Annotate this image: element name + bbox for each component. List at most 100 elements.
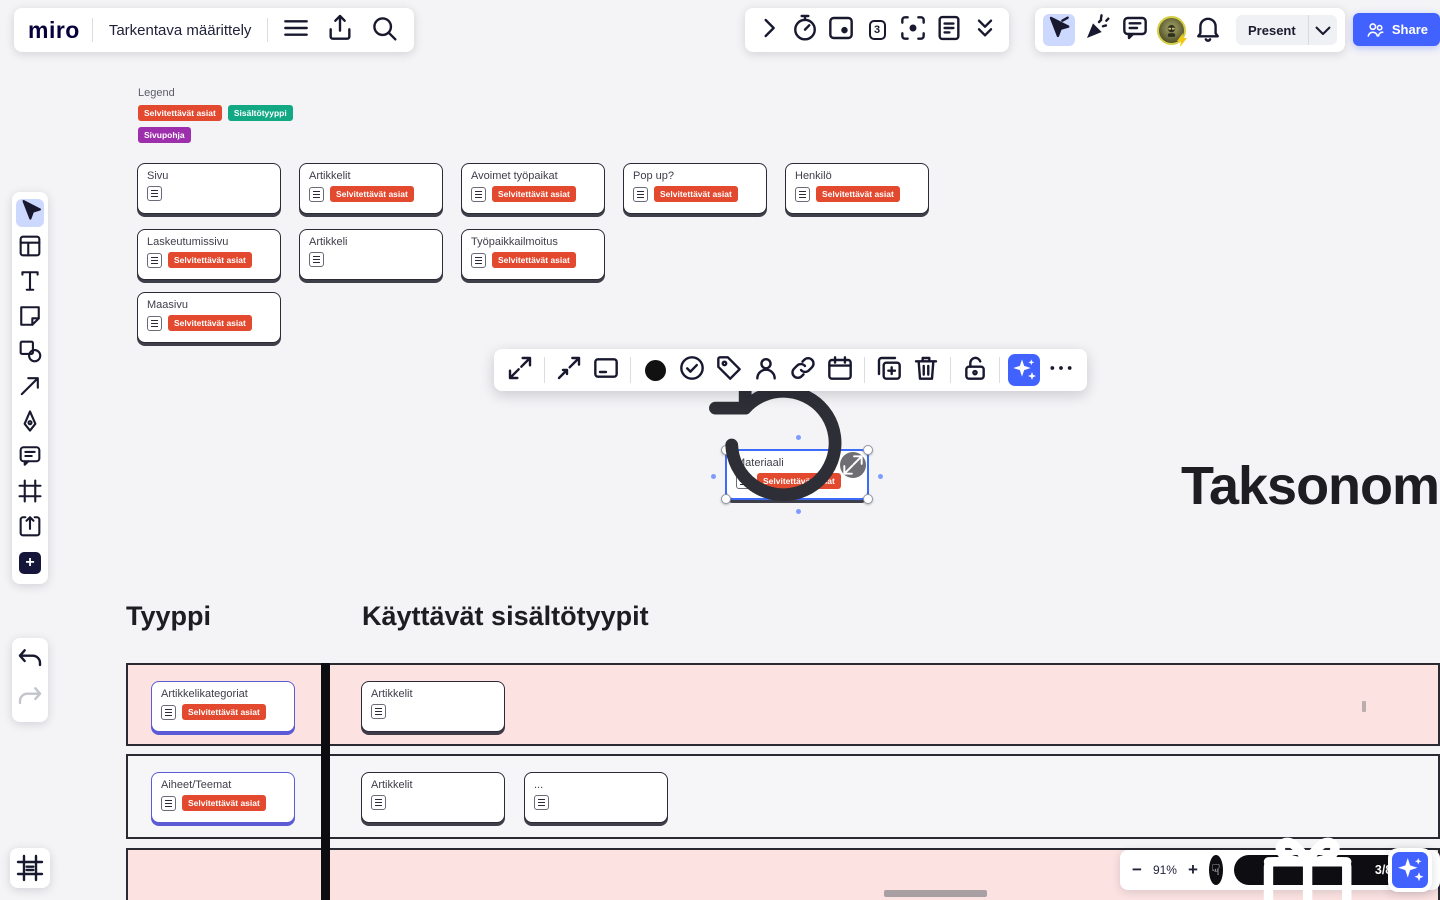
tool-pen[interactable] [16,409,44,437]
connector-dot-bottom[interactable] [796,509,801,514]
resize-handle-sw[interactable] [721,494,731,504]
tool-sticky-note[interactable] [16,304,44,332]
connector-dot-top[interactable] [796,435,801,440]
miro-logo[interactable]: miro [28,16,80,43]
tool-templates[interactable] [16,234,44,262]
tool-frame[interactable] [16,478,44,507]
duplicate-button[interactable] [873,354,905,386]
link-button[interactable] [787,354,819,386]
lock-button[interactable] [959,354,991,386]
table-row[interactable] [126,754,1440,839]
card[interactable]: Artikkeli [299,229,443,280]
pen-icon [16,407,44,440]
undo-button[interactable] [14,645,46,677]
card-style-button[interactable] [590,354,622,386]
connector-dot-left[interactable] [711,474,716,479]
frames-panel-button[interactable] [10,848,50,888]
person-icon [750,352,782,389]
tool-add-more[interactable]: + [16,549,44,577]
legend-tag[interactable]: Sisältötyyppi [227,105,293,121]
search-button[interactable] [368,14,400,46]
context-toolbar [494,349,1087,391]
notifications-button[interactable] [1192,14,1224,46]
color-swatch-icon [644,359,666,381]
zoom-in-button[interactable]: + [1187,860,1198,879]
legend-title: Legend [138,87,175,99]
slides-button[interactable]: 3 [861,14,893,46]
export-icon [324,12,356,49]
main-menu-button[interactable] [280,14,312,46]
export-button[interactable] [324,14,356,46]
link-icon [787,352,819,389]
big-title[interactable]: Taksonom [1181,456,1440,516]
card-tag: Selvitettävät asiat [182,704,266,720]
tool-select[interactable] [16,199,44,227]
media-button[interactable] [825,14,857,46]
description-icon [371,795,386,810]
horizontal-scrollbar[interactable] [884,890,987,897]
card[interactable]: ... [524,772,668,823]
due-date-button[interactable] [824,354,856,386]
zoom-level[interactable]: 91% [1152,863,1177,877]
user-avatar[interactable] [1157,15,1187,47]
selected-card[interactable]: Materiaali Selvitettävät asiat [709,372,883,514]
tag-button[interactable] [713,354,745,386]
select-mode-button[interactable] [1043,14,1075,46]
present-options-button[interactable] [1309,14,1337,47]
ai-assist-button[interactable] [1008,354,1040,386]
expand-button[interactable] [504,354,536,386]
timer-button[interactable] [789,14,821,46]
divider [950,357,951,383]
zoom-out-button[interactable]: − [1132,860,1142,879]
card[interactable]: Sivu [137,163,281,214]
card[interactable]: Artikkelit [361,681,505,732]
attention-button[interactable] [897,14,929,46]
redo-button[interactable] [14,683,46,715]
ai-assist-button[interactable] [1392,852,1428,888]
column-heading-content-types[interactable]: Käyttävät sisältötyypit [362,601,649,631]
more-options-button[interactable] [1045,354,1077,386]
present-button[interactable]: Present [1236,15,1337,45]
hand-mode-button[interactable]: ☟ [1208,855,1223,885]
tool-shapes[interactable] [16,339,44,367]
rewards-button[interactable]: 3/8 [1233,838,1404,900]
sticky-note-icon [16,302,44,335]
card[interactable]: Pop up?Selvitettävät asiat [623,163,767,214]
open-card-button[interactable] [840,452,866,478]
resize-handle-ne[interactable] [863,445,873,455]
rewards-counter: 3/8 [1374,863,1393,877]
reactions-button[interactable] [1081,13,1113,46]
resize-handle-se[interactable] [863,494,873,504]
comments-button[interactable] [1119,14,1151,46]
board-title[interactable]: Tarkentava määrittely [108,21,252,39]
column-heading-type[interactable]: Tyyppi [126,601,212,631]
assignee-button[interactable] [750,354,782,386]
delete-button[interactable] [910,354,942,386]
more-tools-button[interactable] [969,14,1001,46]
color-button[interactable] [639,354,671,386]
legend-tag[interactable]: Sivupohja [138,127,191,143]
tool-upload[interactable] [16,514,44,542]
status-button[interactable] [676,354,708,386]
tool-text[interactable] [16,269,44,297]
card[interactable]: Artikkelit [361,772,505,823]
notes-button[interactable] [933,14,965,46]
switch-type-button[interactable] [553,354,585,386]
table-row[interactable] [126,663,1440,746]
collapse-toolbar-button[interactable] [753,14,785,46]
description-icon [534,795,549,810]
tool-connector[interactable] [16,374,44,402]
description-icon [147,186,162,201]
legend-tag[interactable]: Selvitettävät asiat [138,105,222,121]
connector-dot-right[interactable] [878,474,883,479]
share-button[interactable]: Share [1353,13,1440,46]
tool-comment[interactable] [16,444,44,472]
